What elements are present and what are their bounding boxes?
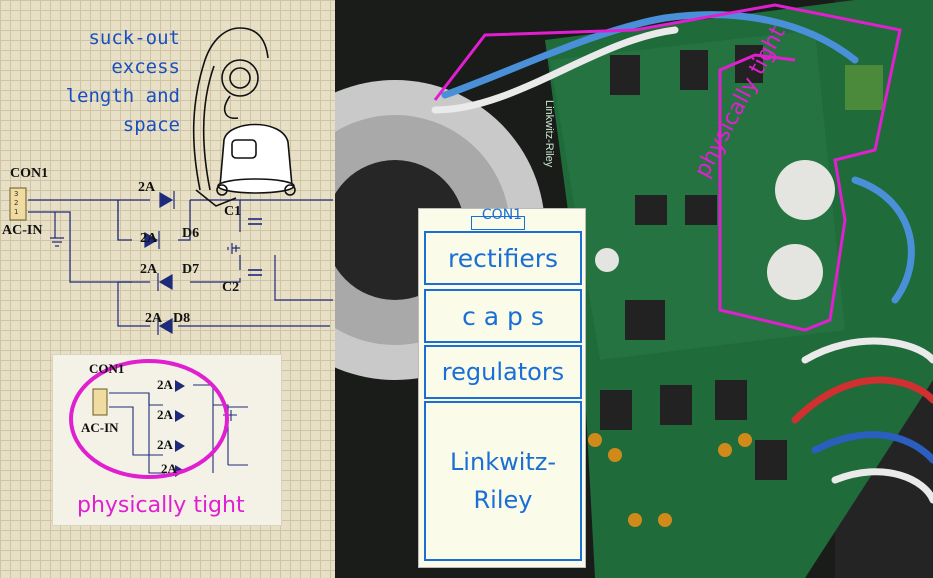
connector-box [471,216,525,230]
note-line-2: excess [111,56,180,78]
ac-in-label: AC-IN [2,223,43,238]
inset-compact-schematic: CON1 AC-IN 2A 2A 2A 2A physically tight [52,354,282,526]
inset-diode-rating-2: 2A [157,407,173,422]
pin-2: 2 [14,199,19,207]
pin-labels: 3 2 1 [14,190,18,217]
vacuum-cleaner-illustration [192,27,296,207]
con1-label: CON1 [10,166,49,181]
pin-3: 3 [14,190,19,198]
note-line-3: length and [65,85,180,107]
board-text: Linkwitz-Riley [543,100,555,168]
note-line-1: suck-out [88,27,180,49]
diode-name-d6: D6 [182,226,200,241]
inset-caption: physically tight [77,493,245,518]
annotation-note: suck-out excess length and space [46,24,180,140]
inset-diode-rating-1: 2A [157,377,173,392]
cap-label-c1: C1 [224,204,242,219]
block-diagram-panel: CON1 rectifiers c a p s regulators Linkw… [418,207,586,568]
block-rectifiers: rectifiers [424,231,582,285]
pin-1: 1 [14,208,19,216]
diode-rating-4: 2A [145,311,163,326]
inset-diode-rating-4: 2A [161,461,177,476]
inset-wiring [69,359,248,479]
inset-diode-rating-3: 2A [157,437,173,452]
block-regulators: regulators [424,345,582,399]
note-line-4: space [122,114,180,136]
diode-rating-2: 2A [140,231,158,246]
inset-con1-label: CON1 [89,361,125,376]
block-linkwitz-riley: Linkwitz- Riley [424,401,582,561]
cap-label-c2: C2 [222,280,240,295]
block-caps: c a p s [424,289,582,343]
diode-rating-3: 2A [140,262,158,277]
photo-highlight-outline [433,3,902,332]
diode-name-d8: D8 [173,311,191,326]
diode-rating-1: 2A [138,180,156,195]
schematic-wiring [9,27,333,335]
diode-name-d7: D7 [182,262,200,277]
inset-ac-in-label: AC-IN [81,420,119,435]
connector-label: CON1 [481,207,523,223]
inset-highlight-outline [69,359,229,479]
